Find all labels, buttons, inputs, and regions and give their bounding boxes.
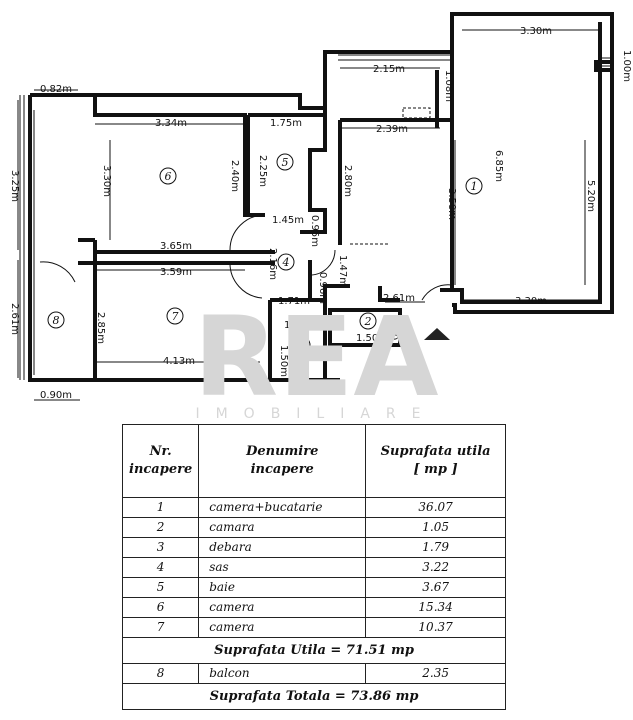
room-name-cell: camera+bucatarie — [198, 497, 367, 518]
room-number: 7 — [172, 310, 179, 323]
table-row: 2 camara 1.05 — [121, 517, 506, 538]
dimension-label: 0.95m — [309, 215, 320, 247]
wall-details — [19, 54, 612, 380]
dimension-label: 1.47m — [337, 255, 348, 287]
dimension-label: 1.08m — [443, 70, 454, 102]
watermark-subtitle: IMOBILIARE — [195, 406, 436, 420]
room-name-cell: camara — [198, 517, 367, 538]
room-number-cell: 7 — [121, 617, 200, 638]
room-number-cell: 5 — [121, 577, 200, 598]
dimension-label: 3.30m — [101, 165, 112, 197]
room-number: 4 — [282, 256, 290, 269]
dimension-label: 0.82m — [40, 84, 72, 95]
dimension-label: 0.96m — [317, 272, 328, 304]
room-number: 2 — [364, 315, 372, 328]
total-area-row: Suprafata Totala = 73.86 mp — [122, 683, 506, 710]
table-row: 4 sas 3.22 — [121, 557, 506, 578]
dimension-label: 6.85m — [493, 150, 504, 182]
room-name-cell: camera — [198, 617, 367, 638]
room-area-table: Nr. incapere Denumire incapere Suprafata… — [121, 424, 506, 710]
header-room-name: Denumire incapere — [198, 424, 367, 498]
dimension-label: 3.59m — [160, 267, 192, 278]
room-area-cell: 36.07 — [365, 497, 506, 518]
dimension-label: 0.90m — [40, 390, 72, 401]
room-name-cell: baie — [198, 577, 367, 598]
room-area-cell: 15.34 — [365, 597, 506, 618]
room-name-cell: balcon — [198, 663, 367, 684]
room-number-cell: 2 — [121, 517, 200, 538]
total-area: Suprafata Totala = 73.86 mp — [122, 683, 506, 710]
watermark-brand: REA — [194, 293, 439, 420]
entrance-arrow-icon — [424, 328, 450, 340]
room-number: 3 — [299, 339, 306, 352]
table-header-row: Nr. incapere Denumire incapere Suprafata… — [121, 424, 506, 498]
dimension-label: 5.20m — [585, 180, 596, 212]
table-row: 8 balcon 2.35 — [121, 663, 506, 684]
dimension-label: 2.61m — [9, 303, 20, 335]
room-markers — [47, 153, 483, 354]
table-row: 7 camera 10.37 — [121, 617, 506, 638]
dimension-label: 1.50m — [278, 345, 289, 377]
room-area-cell: 1.05 — [365, 517, 506, 538]
useful-area-total-row: Suprafata Utila = 71.51 mp — [122, 637, 506, 664]
room-area-cell: 1.79 — [365, 537, 506, 558]
dimension-label: 1.45m — [272, 215, 304, 226]
table-row: 1 camera+bucatarie 36.07 — [121, 497, 506, 518]
room-numbers: 1 2 3 4 5 6 7 8 — [53, 156, 478, 352]
room-number-cell: 8 — [121, 663, 200, 684]
room-name-cell: debara — [198, 537, 367, 558]
table-row: 5 baie 3.67 — [121, 577, 506, 598]
room-number: 6 — [165, 170, 172, 183]
dimension-label: 3.30m — [520, 26, 552, 37]
dimension-label: 2.85m — [95, 312, 106, 344]
dimension-label: 1.75m — [270, 118, 302, 129]
dimension-label: 3.65m — [160, 241, 192, 252]
room-number-cell: 3 — [121, 537, 200, 558]
room-number: 8 — [53, 314, 60, 327]
room-number-cell: 6 — [121, 597, 200, 618]
room-number-cell: 4 — [121, 557, 200, 578]
dimension-label: 1.00m — [621, 50, 632, 82]
room-number: 1 — [471, 180, 478, 193]
dimension-label: 2.25m — [257, 155, 268, 187]
room-area-cell: 2.35 — [365, 663, 506, 684]
dimension-label: 3.30m — [515, 296, 547, 307]
dimension-label: 2.80m — [342, 165, 353, 197]
header-useful-area: Suprafata utila [ mp ] — [365, 424, 506, 498]
dimension-label: 2.15m — [373, 64, 405, 75]
table-row: 3 debara 1.79 — [121, 537, 506, 558]
dimension-label: 1.30m — [284, 320, 316, 331]
dimension-label: 3.34m — [155, 118, 187, 129]
watermark: REA IMOBILIARE — [194, 293, 439, 420]
table-row: 6 camera 15.34 — [121, 597, 506, 618]
dimension-label: 4.13m — [163, 356, 195, 367]
dimension-lines — [17, 29, 600, 401]
room-number-cell: 1 — [121, 497, 200, 518]
dimension-label: 3.58m — [446, 188, 457, 220]
header-room-number: Nr. incapere — [121, 424, 200, 498]
room-number: 5 — [282, 156, 289, 169]
dimension-label: 1.50 — [356, 333, 378, 344]
dimension-label: 1.71m — [278, 296, 310, 307]
room-area-cell: 3.22 — [365, 557, 506, 578]
room-area-cell: 3.67 — [365, 577, 506, 598]
dimension-labels: 3.30m 1.00m 2.15m 1.08m 0.82m 3.34m 1.75… — [9, 26, 632, 401]
door-arcs — [39, 214, 453, 301]
room-name-cell: camera — [198, 597, 367, 618]
dimension-label: 2.61m — [383, 293, 415, 304]
walls — [28, 12, 614, 382]
room-area-cell: 10.37 — [365, 617, 506, 638]
dimension-label: 3.25m — [9, 170, 20, 202]
floor-plan: 1 2 3 4 5 6 7 8 3.30m 1.00m 2.15m 1.08m … — [9, 12, 632, 420]
room-name-cell: sas — [198, 557, 367, 578]
dimension-label: 0.70 — [388, 318, 399, 340]
dimension-label: 2.16m — [267, 248, 278, 280]
dimension-label: 2.39m — [376, 124, 408, 135]
dimension-label: 2.40m — [229, 160, 240, 192]
useful-area-total: Suprafata Utila = 71.51 mp — [122, 637, 506, 664]
